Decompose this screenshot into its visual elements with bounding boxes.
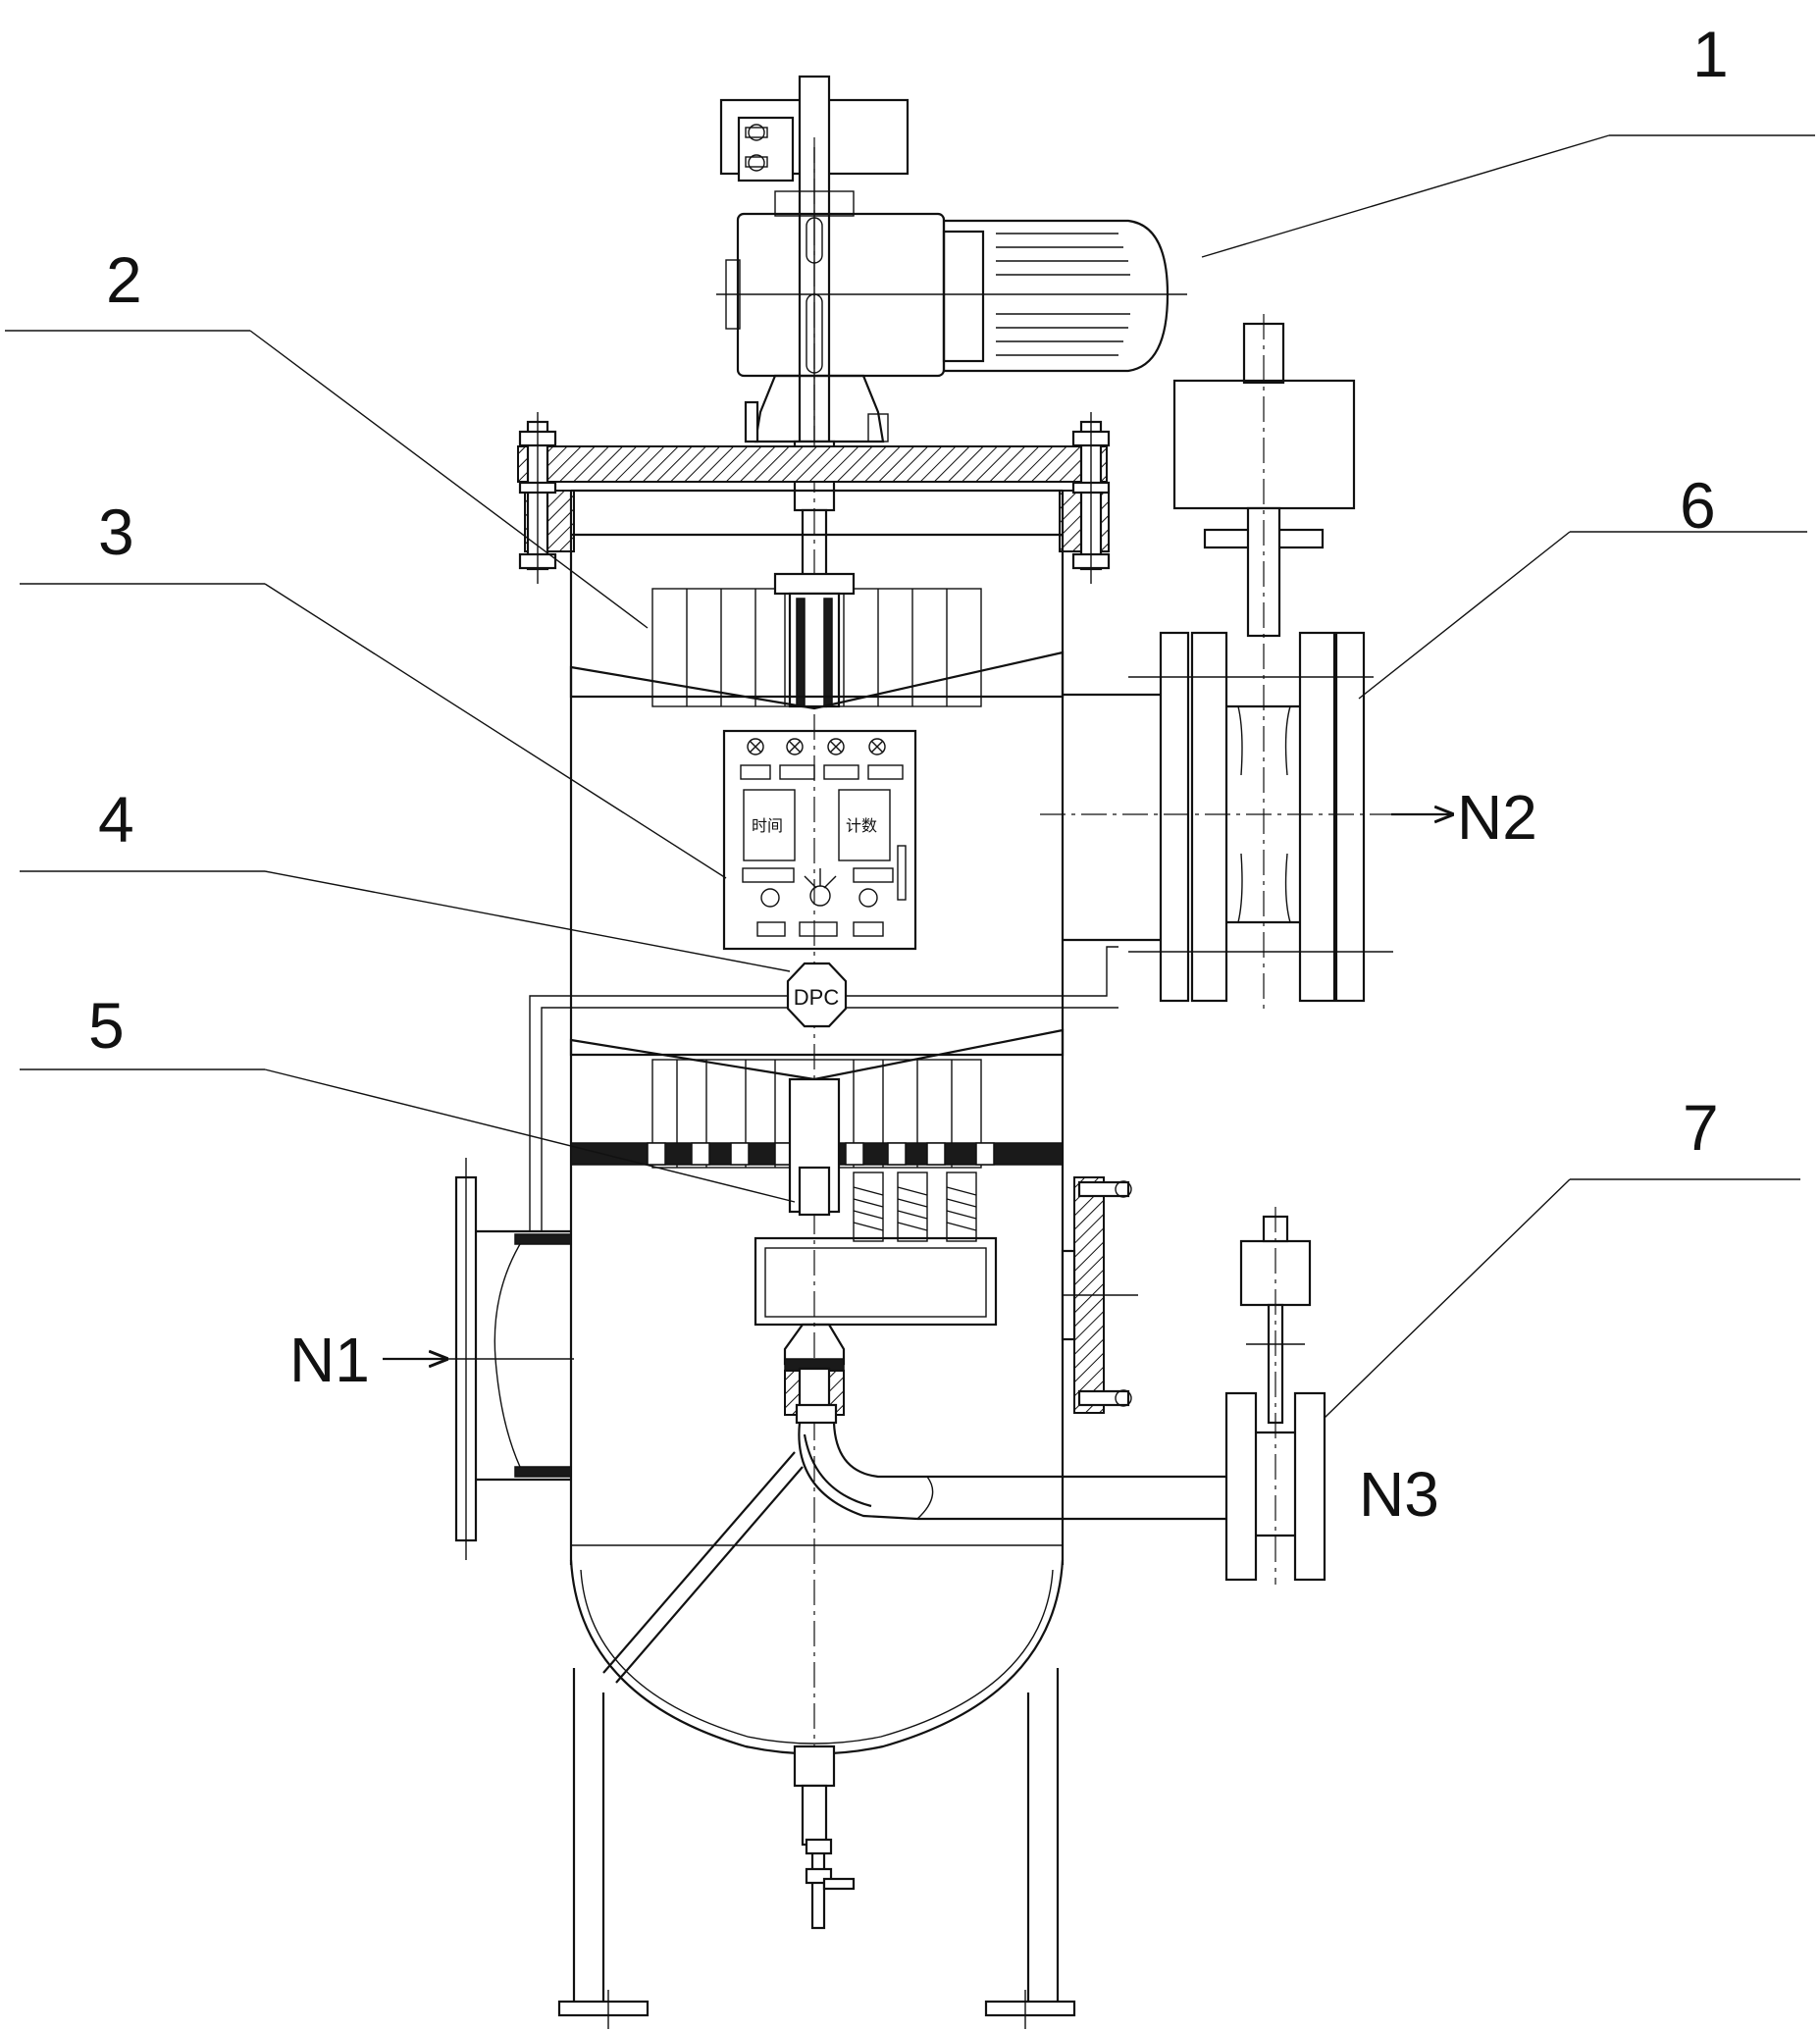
- panel-window-right-label: 计数: [846, 817, 877, 835]
- nozzle-label-n1: N1: [289, 1325, 370, 1395]
- differential-pressure-controller: DPC: [529, 946, 1118, 1231]
- top-cover-flange: [517, 412, 1111, 584]
- drain-nozzle-n3: [1224, 1207, 1326, 1585]
- outlet-nozzle-n2: [1040, 314, 1452, 1011]
- callout-label-6: 6: [1680, 469, 1716, 542]
- callout-label-4: 4: [98, 783, 134, 856]
- upper-filter-element: [569, 572, 1065, 710]
- callout-label-3: 3: [98, 495, 134, 568]
- callout-label-2: 2: [106, 243, 142, 316]
- nozzle-label-n3: N3: [1359, 1459, 1439, 1530]
- dpc-label: DPC: [794, 985, 840, 1010]
- control-panel: 时间 计数: [722, 729, 917, 951]
- panel-window-left-label: 时间: [752, 817, 783, 835]
- callout-label-7: 7: [1683, 1091, 1719, 1164]
- callout-leaders: [5, 134, 1815, 1419]
- handhole-cover: [1061, 1176, 1138, 1414]
- callout-label-1: 1: [1692, 18, 1729, 90]
- vessel-shell: [557, 491, 1076, 2029]
- lower-filter-element: [569, 1028, 1226, 1684]
- callout-label-5: 5: [88, 989, 125, 1062]
- inlet-nozzle-n1: [383, 1158, 574, 1560]
- nozzle-label-n2: N2: [1457, 782, 1537, 853]
